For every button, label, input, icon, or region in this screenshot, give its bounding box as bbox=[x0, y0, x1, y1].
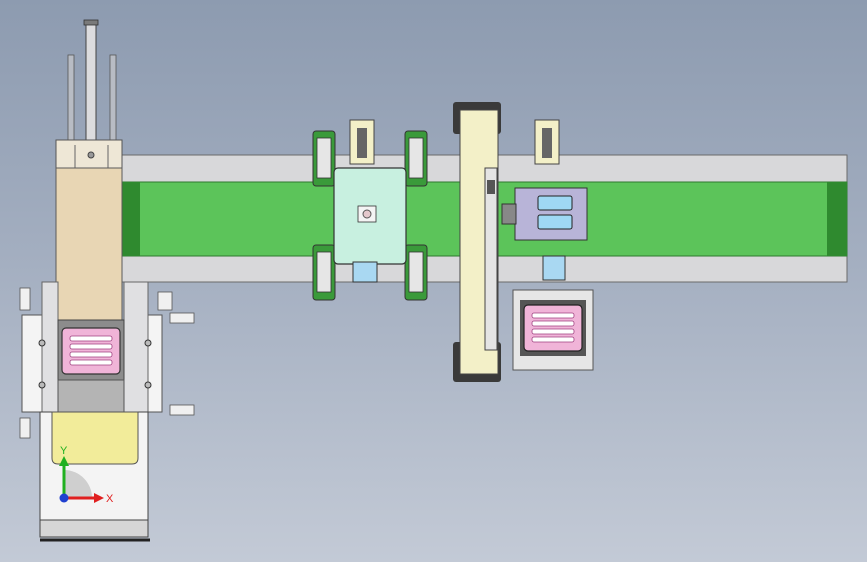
lift-station[interactable] bbox=[19, 19, 195, 542]
slide-rail bbox=[484, 167, 498, 351]
cabinet-foot bbox=[39, 519, 149, 538]
side-bracket bbox=[169, 404, 195, 416]
locator-pin bbox=[362, 209, 372, 219]
conveyor-roller-left bbox=[120, 182, 140, 256]
pink-tray-right[interactable] bbox=[523, 304, 583, 352]
small-blue-block bbox=[542, 255, 566, 281]
coordinate-triad-icon: Y X bbox=[59, 445, 114, 505]
tray-slot bbox=[531, 320, 575, 327]
cylinder-rod bbox=[85, 21, 97, 141]
clamp-body bbox=[316, 137, 332, 179]
cylinder-cap bbox=[83, 19, 99, 26]
gripper-jaw bbox=[537, 195, 573, 211]
lift-frame-inner-right bbox=[123, 281, 149, 413]
vertical-slide[interactable] bbox=[453, 102, 501, 382]
guide-rod-left bbox=[67, 54, 75, 141]
frame-bolt bbox=[144, 339, 152, 347]
clamp-body bbox=[316, 251, 332, 293]
tray-slot bbox=[531, 312, 575, 319]
triad-arc bbox=[64, 470, 92, 498]
frame-bolt bbox=[144, 381, 152, 389]
tray-slot bbox=[69, 359, 113, 366]
tray-slot bbox=[69, 343, 113, 350]
axis-x-arrow-icon bbox=[94, 493, 104, 503]
frame-bolt bbox=[38, 339, 46, 347]
slide-carriage bbox=[487, 180, 495, 194]
side-bracket bbox=[19, 287, 31, 311]
side-bracket bbox=[19, 417, 31, 439]
pink-tray-left[interactable] bbox=[61, 327, 121, 375]
gripper-slot bbox=[357, 128, 367, 158]
axis-x-label: X bbox=[106, 493, 114, 505]
side-bracket bbox=[169, 312, 195, 324]
side-bracket bbox=[157, 291, 173, 311]
axis-y-arrow-icon bbox=[59, 456, 69, 466]
guide-rod-right bbox=[109, 54, 117, 141]
axis-z-icon bbox=[59, 493, 69, 503]
axis-y-label: Y bbox=[60, 445, 68, 457]
clamp-body bbox=[408, 137, 424, 179]
tray-slot bbox=[69, 351, 113, 358]
blue-pad bbox=[352, 261, 378, 283]
actuator-side bbox=[501, 203, 517, 225]
yellow-base-plate bbox=[51, 411, 139, 465]
frame-bolt bbox=[38, 381, 46, 389]
tray-slot bbox=[69, 335, 113, 342]
yoke-bolt bbox=[87, 151, 95, 159]
lift-column bbox=[55, 167, 123, 321]
conveyor-roller-right bbox=[827, 182, 847, 256]
tray-slot bbox=[531, 328, 575, 335]
lift-frame-inner-left bbox=[41, 281, 59, 413]
gripper-slot bbox=[542, 128, 552, 158]
pick-station[interactable] bbox=[501, 187, 594, 371]
transfer-station[interactable] bbox=[312, 119, 560, 301]
tray-slot bbox=[531, 336, 575, 343]
clamp-body bbox=[408, 251, 424, 293]
gripper-jaw bbox=[537, 214, 573, 230]
lift-lower-block bbox=[57, 379, 125, 413]
